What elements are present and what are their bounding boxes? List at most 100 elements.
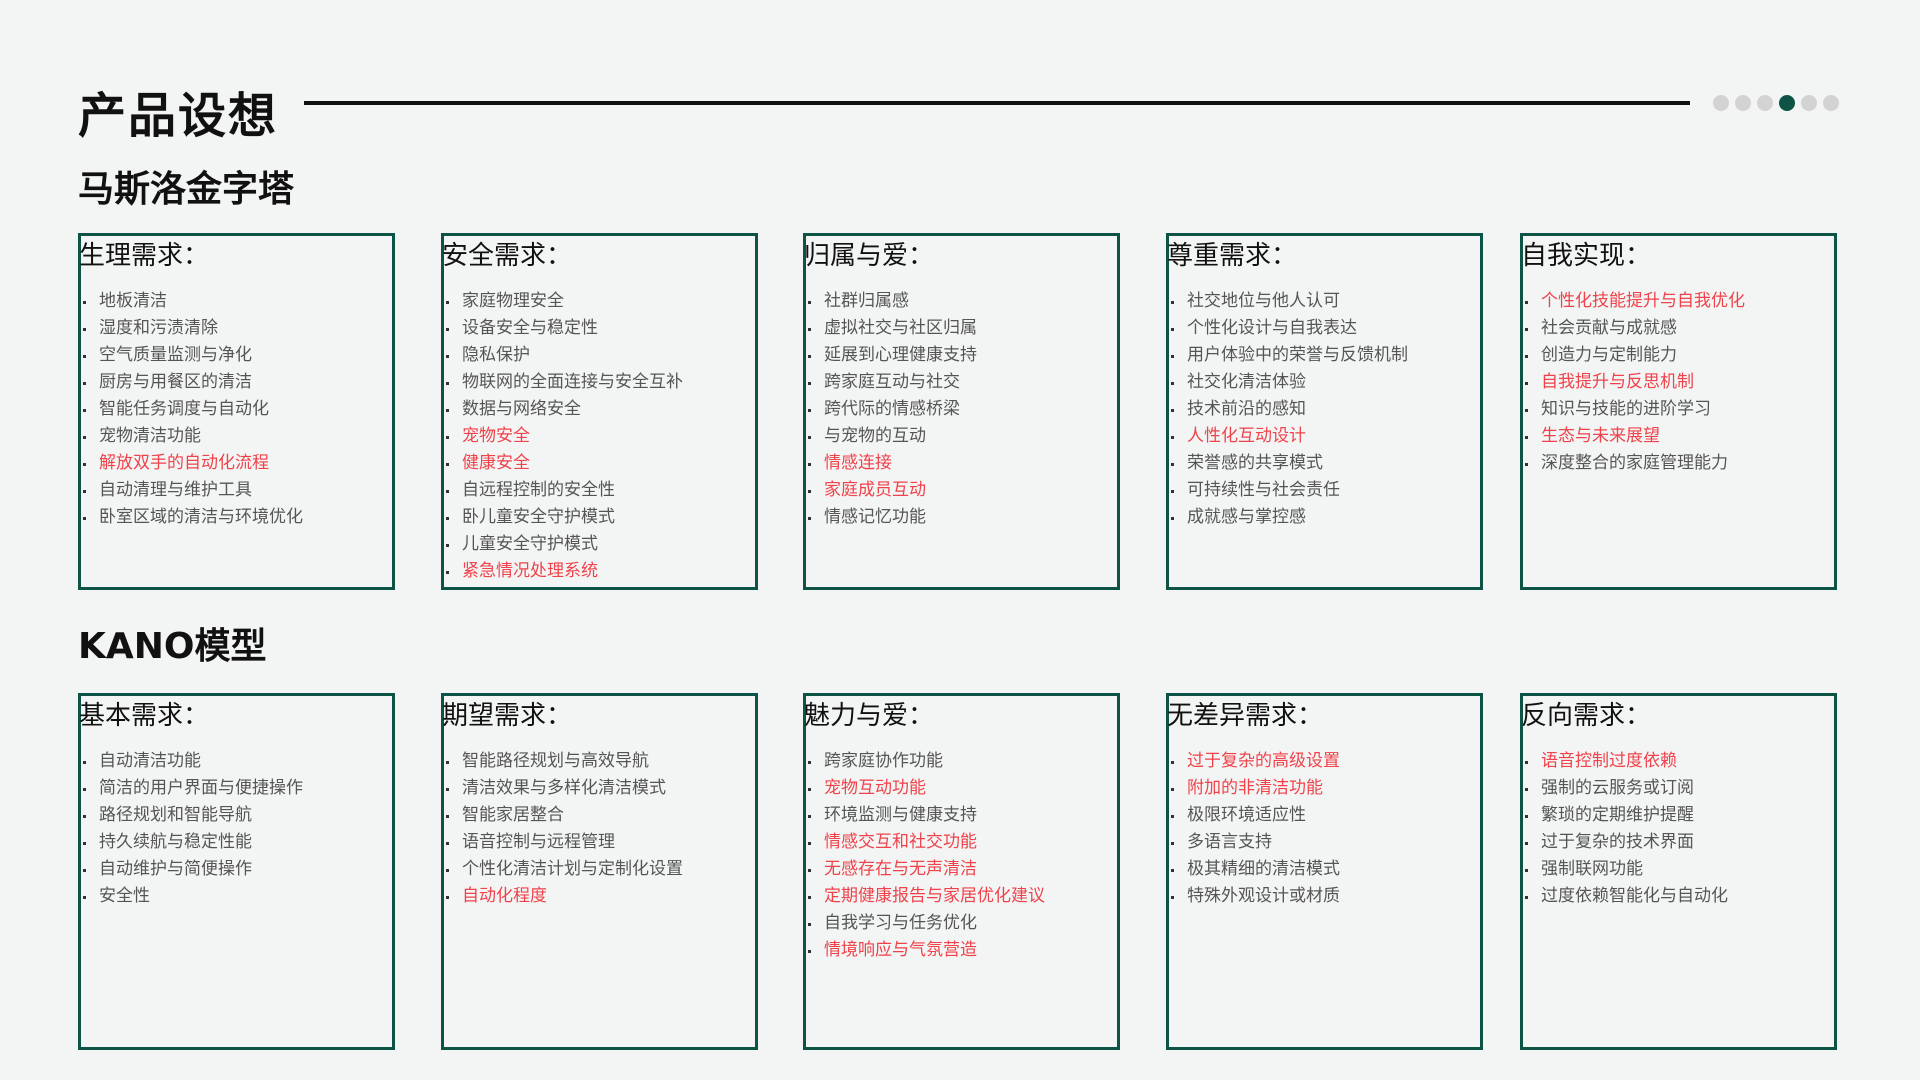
list-item: 用户体验中的荣誉与反馈机制 <box>1169 342 1480 369</box>
list-item: 环境监测与健康支持 <box>806 802 1117 829</box>
list-item: 宠物互动功能 <box>806 775 1117 802</box>
list-item: 解放双手的自动化流程 <box>81 450 392 477</box>
need-card: 生理需求： 地板清洁湿度和污渍清除空气质量监测与净化厨房与用餐区的清洁智能任务调度… <box>78 233 395 590</box>
list-item: 宠物安全 <box>444 423 755 450</box>
page-dot-4[interactable] <box>1779 95 1795 111</box>
list-item: 虚拟社交与社区归属 <box>806 315 1117 342</box>
need-card: 期望需求：智能路径规划与高效导航清洁效果与多样化清洁模式智能家居整合语音控制与远… <box>441 693 758 1050</box>
list-item: 宠物清洁功能 <box>81 423 392 450</box>
need-card: 归属与爱： 社群归属感虚拟社交与社区归属延展到心理健康支持跨家庭互动与社交跨代际的… <box>803 233 1120 590</box>
card-heading: 自我实现： <box>1521 241 1652 271</box>
card-heading: 生理需求： <box>79 241 210 271</box>
card-list: 语音控制过度依赖强制的云服务或订阅繁琐的定期维护提醒过于复杂的技术界面强制联网功… <box>1523 748 1834 910</box>
page-dot-5[interactable] <box>1801 95 1817 111</box>
card-heading: 尊重需求： <box>1167 241 1298 271</box>
list-item: 情感连接 <box>806 450 1117 477</box>
list-item: 隐私保护 <box>444 342 755 369</box>
list-item: 家庭成员互动 <box>806 477 1117 504</box>
list-item: 过度依赖智能化与自动化 <box>1523 883 1834 910</box>
list-item: 社会贡献与成就感 <box>1523 315 1834 342</box>
card-list: 智能路径规划与高效导航清洁效果与多样化清洁模式智能家居整合语音控制与远程管理个性… <box>444 748 755 910</box>
list-item: 自动化程度 <box>444 883 755 910</box>
card-list: 地板清洁湿度和污渍清除空气质量监测与净化厨房与用餐区的清洁智能任务调度与自动化宠… <box>81 288 392 531</box>
section-title: KANO模型 <box>78 626 267 667</box>
list-item: 荣誉感的共享模式 <box>1169 450 1480 477</box>
page-dot-2[interactable] <box>1735 95 1751 111</box>
title-divider <box>304 101 1690 105</box>
list-item: 过于复杂的高级设置 <box>1169 748 1480 775</box>
list-item: 特殊外观设计或材质 <box>1169 883 1480 910</box>
list-item: 个性化技能提升与自我优化 <box>1523 288 1834 315</box>
list-item: 自我学习与任务优化 <box>806 910 1117 937</box>
list-item: 深度整合的家庭管理能力 <box>1523 450 1834 477</box>
list-item: 跨家庭互动与社交 <box>806 369 1117 396</box>
list-item: 持久续航与稳定性能 <box>81 829 392 856</box>
section-title: 马斯洛金字塔 <box>78 169 295 210</box>
card-list: 社群归属感虚拟社交与社区归属延展到心理健康支持跨家庭互动与社交跨代际的情感桥梁与… <box>806 288 1117 531</box>
list-item: 技术前沿的感知 <box>1169 396 1480 423</box>
list-item: 清洁效果与多样化清洁模式 <box>444 775 755 802</box>
need-card: 自我实现： 个性化技能提升与自我优化社会贡献与成就感创造力与定制能力自我提升与反思… <box>1520 233 1837 590</box>
need-card: 基本需求： 自动清洁功能简洁的用户界面与便捷操作路径规划和智能导航持久续航与稳定性… <box>78 693 395 1050</box>
list-item: 强制联网功能 <box>1523 856 1834 883</box>
list-item: 健康安全 <box>444 450 755 477</box>
list-item: 与宠物的互动 <box>806 423 1117 450</box>
card-heading: 安全需求： <box>442 241 573 271</box>
list-item: 成就感与掌控感 <box>1169 504 1480 531</box>
list-item: 极其精细的清洁模式 <box>1169 856 1480 883</box>
card-list: 个性化技能提升与自我优化社会贡献与成就感创造力与定制能力自我提升与反思机制知识与… <box>1523 288 1834 477</box>
list-item: 地板清洁 <box>81 288 392 315</box>
list-item: 安全性 <box>81 883 392 910</box>
need-card: 无差异需求： 过于复杂的高级设置附加的非清洁功能极限环境适应性多语言支持极其精细的… <box>1166 693 1483 1050</box>
list-item: 定期健康报告与家居优化建议 <box>806 883 1117 910</box>
card-heading: 无差异需求： <box>1167 701 1324 731</box>
list-item: 语音控制过度依赖 <box>1523 748 1834 775</box>
list-item: 物联网的全面连接与安全互补 <box>444 369 755 396</box>
list-item: 智能路径规划与高效导航 <box>444 748 755 775</box>
card-heading: 魅力与爱： <box>804 701 935 731</box>
need-card: 反向需求： 语音控制过度依赖强制的云服务或订阅繁琐的定期维护提醒过于复杂的技术界面… <box>1520 693 1837 1050</box>
list-item: 强制的云服务或订阅 <box>1523 775 1834 802</box>
list-item: 湿度和污渍清除 <box>81 315 392 342</box>
list-item: 智能家居整合 <box>444 802 755 829</box>
list-item: 情境响应与气氛营造 <box>806 937 1117 964</box>
list-item: 多语言支持 <box>1169 829 1480 856</box>
list-item: 厨房与用餐区的清洁 <box>81 369 392 396</box>
page-title: 产品设想 <box>78 88 279 144</box>
list-item: 社群归属感 <box>806 288 1117 315</box>
list-item: 数据与网络安全 <box>444 396 755 423</box>
list-item: 情感交互和社交功能 <box>806 829 1117 856</box>
list-item: 语音控制与远程管理 <box>444 829 755 856</box>
list-item: 智能任务调度与自动化 <box>81 396 392 423</box>
list-item: 极限环境适应性 <box>1169 802 1480 829</box>
card-heading: 反向需求： <box>1521 701 1652 731</box>
list-item: 无感存在与无声清洁 <box>806 856 1117 883</box>
list-item: 路径规划和智能导航 <box>81 802 392 829</box>
card-list: 自动清洁功能简洁的用户界面与便捷操作路径规划和智能导航持久续航与稳定性能自动维护… <box>81 748 392 910</box>
list-item: 简洁的用户界面与便捷操作 <box>81 775 392 802</box>
list-item: 自远程控制的安全性 <box>444 477 755 504</box>
card-list: 过于复杂的高级设置附加的非清洁功能极限环境适应性多语言支持极其精细的清洁模式特殊… <box>1169 748 1480 910</box>
page-indicator <box>1713 95 1839 111</box>
list-item: 生态与未来展望 <box>1523 423 1834 450</box>
list-item: 卧儿童安全守护模式 <box>444 504 755 531</box>
list-item: 社交地位与他人认可 <box>1169 288 1480 315</box>
list-item: 设备安全与稳定性 <box>444 315 755 342</box>
page-dot-6[interactable] <box>1823 95 1839 111</box>
page-dot-1[interactable] <box>1713 95 1729 111</box>
list-item: 自动清洁功能 <box>81 748 392 775</box>
page-dot-3[interactable] <box>1757 95 1773 111</box>
list-item: 延展到心理健康支持 <box>806 342 1117 369</box>
card-heading: 归属与爱： <box>804 241 935 271</box>
need-card: 安全需求： 家庭物理安全设备安全与稳定性隐私保护物联网的全面连接与安全互补数据与网… <box>441 233 758 590</box>
list-item: 过于复杂的技术界面 <box>1523 829 1834 856</box>
list-item: 家庭物理安全 <box>444 288 755 315</box>
list-item: 自我提升与反思机制 <box>1523 369 1834 396</box>
card-list: 家庭物理安全设备安全与稳定性隐私保护物联网的全面连接与安全互补数据与网络安全宠物… <box>444 288 755 585</box>
list-item: 人性化互动设计 <box>1169 423 1480 450</box>
list-item: 跨家庭协作功能 <box>806 748 1117 775</box>
list-item: 紧急情况处理系统 <box>444 558 755 585</box>
list-item: 自动维护与简便操作 <box>81 856 392 883</box>
list-item: 空气质量监测与净化 <box>81 342 392 369</box>
card-heading: 基本需求： <box>79 701 210 731</box>
